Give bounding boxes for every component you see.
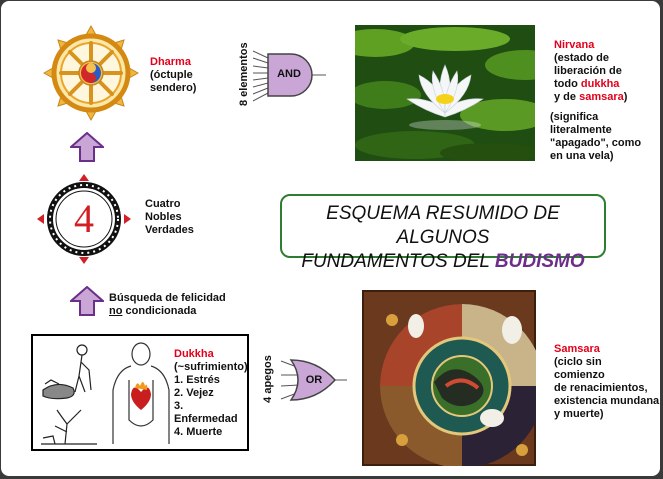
title-line2-pre: FUNDAMENTOS DEL [301, 251, 495, 272]
dukkha-box: Dukkha (~sufrimiento) 1. Estrés 2. Vejez… [31, 334, 249, 451]
dharma-label: Dharma (óctuple sendero) [150, 56, 196, 95]
and-gate-icon [252, 50, 326, 102]
search-label: Búsqueda de felicidad no condicionada [109, 292, 226, 318]
nirvana-note1: (significa literalmente [550, 111, 612, 136]
nirvana-line3-red: dukkha [580, 78, 620, 90]
search-rest: condicionada [122, 305, 197, 317]
samsara-painting [362, 290, 536, 466]
samsara-line2: comienzo [554, 369, 605, 381]
nirvana-line4-post: ) [623, 91, 628, 103]
truths-line2: Nobles [145, 211, 182, 223]
search-line1: Búsqueda de felicidad [109, 292, 226, 304]
dukkha-text: Dukkha (~sufrimiento) 1. Estrés 2. Vejez… [174, 348, 248, 439]
samsara-line5: y muerte) [554, 408, 604, 420]
suffering-figure-icon [112, 342, 170, 444]
aging-illustration-icon [41, 344, 97, 445]
truths-label: Cuatro Nobles Verdades [145, 198, 194, 237]
nirvana-name: Nirvana [554, 39, 595, 51]
title-box: ESQUEMA RESUMIDO DE ALGUNOS FUNDAMENTOS … [280, 194, 606, 272]
search-no: no [109, 305, 123, 317]
title-line1: ESQUEMA RESUMIDO DE ALGUNOS [326, 203, 560, 248]
dukkha-item: 1. Estrés [174, 374, 220, 386]
dukkha-item: 2. Vejez [174, 387, 214, 399]
nirvana-line4-red: samsara [579, 91, 624, 103]
nirvana-line2: liberación de [554, 65, 622, 77]
samsara-line3: de renacimientos, [554, 382, 648, 394]
dukkha-name: Dukkha [174, 348, 214, 360]
truths-line3: Verdades [145, 224, 194, 236]
dukkha-item: 4. Muerte [174, 426, 223, 438]
and-inputs-label: 8 elementos [238, 42, 250, 106]
dukkha-subtitle: (~sufrimiento) [174, 361, 248, 373]
dukkha-item: 3. Enfermedad [174, 400, 238, 425]
nirvana-note2: "apagado", como [550, 137, 642, 149]
samsara-name: Samsara [554, 343, 600, 355]
nirvana-note: (significa literalmente "apagado", como … [550, 111, 660, 163]
or-inputs-label: 4 apegos [262, 355, 274, 403]
lotus-photo [355, 25, 535, 161]
up-arrow-icon [70, 286, 104, 316]
nirvana-note3: en una vela) [550, 150, 614, 162]
title-line2: FUNDAMENTOS DEL BUDISMO [282, 250, 604, 274]
title-accent: BUDISMO [494, 251, 585, 272]
or-gate-icon [280, 359, 347, 401]
dharma-wheel-icon [42, 24, 140, 122]
nirvana-label: Nirvana (estado de liberación de todo du… [554, 39, 627, 104]
dharma-line1: (óctuple [150, 69, 193, 81]
dharma-line2: sendero) [150, 82, 197, 94]
samsara-line4: existencia mundana [554, 395, 660, 407]
and-gate-label: AND [277, 68, 301, 80]
up-arrow-icon [70, 132, 104, 162]
four-truths-number: 4 [74, 196, 94, 241]
or-gate-label: OR [305, 374, 323, 386]
four-truths-icon [37, 174, 131, 264]
nirvana-line3-pre: todo [554, 78, 581, 90]
samsara-label: Samsara (ciclo sin comienzo de renacimie… [554, 343, 659, 421]
nirvana-line1: (estado de [554, 52, 610, 64]
truths-line1: Cuatro [145, 198, 181, 210]
dharma-name: Dharma [150, 56, 191, 68]
samsara-line1: (ciclo sin [554, 356, 602, 368]
nirvana-line4-pre: y de [554, 91, 580, 103]
